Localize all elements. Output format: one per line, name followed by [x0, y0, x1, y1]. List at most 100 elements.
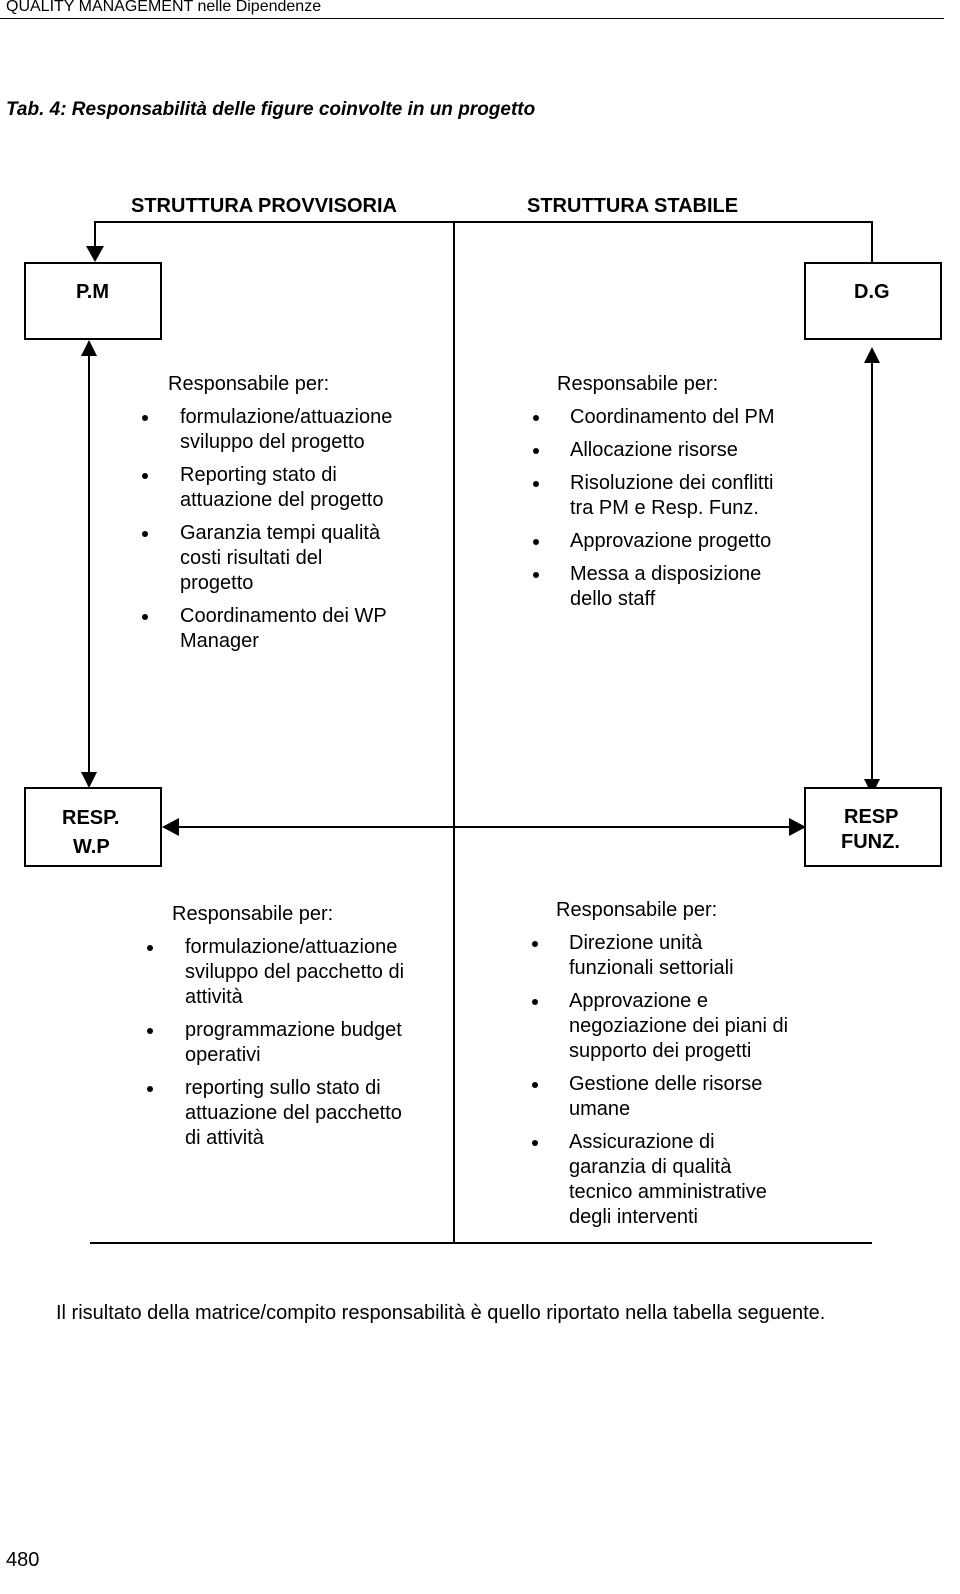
bullet-icon	[142, 614, 148, 620]
bullet-icon	[142, 415, 148, 421]
item-line: Reporting stato di	[180, 464, 337, 486]
item-line: supporto dei progetti	[569, 1040, 752, 1062]
item-line: Risoluzione dei conflitti	[570, 472, 774, 494]
bullet-icon	[142, 531, 148, 537]
box-dg: D.G	[804, 262, 942, 340]
item-line: Approvazione progetto	[570, 530, 772, 552]
list-item: Allocazione risorse	[529, 438, 829, 463]
item-line: progetto	[180, 572, 254, 594]
pm-responsibilities: Responsabile per: formulazione/attuazion…	[138, 372, 438, 662]
list-item: Direzione unità funzionali settoriali	[528, 931, 838, 981]
item-line: Approvazione e	[569, 990, 708, 1012]
bullet-icon	[533, 481, 539, 487]
funz-resp-heading: Responsabile per:	[556, 899, 718, 921]
funz-responsibilities: Responsabile per: Direzione unità funzion…	[528, 898, 838, 1238]
list-item: Coordinamento dei WP Manager	[138, 604, 438, 654]
item-line: Coordinamento del PM	[570, 406, 775, 428]
dg-responsibilities: Responsabile per: Coordinamento del PM A…	[529, 372, 829, 620]
list-item: Assicurazione di garanzia di qualità tecni…	[528, 1130, 838, 1230]
list-item: Approvazione progetto	[529, 529, 829, 554]
bullet-icon	[533, 572, 539, 578]
dg-resp-list: Coordinamento del PM Allocazione risorse…	[529, 405, 829, 612]
item-line: garanzia di qualità	[569, 1156, 732, 1178]
item-line: formulazione/attuazione	[180, 406, 393, 428]
item-line: di attività	[185, 1127, 264, 1149]
list-item: Messa a disposizione dello staff	[529, 562, 829, 612]
wp-resp-heading: Responsabile per:	[172, 903, 334, 925]
arrow-right-funz	[789, 818, 806, 836]
box-pm: P.M	[24, 262, 162, 340]
bullet-icon	[532, 941, 538, 947]
item-line: costi risultati del	[180, 547, 323, 569]
box-resp-funz-line1: RESP	[844, 806, 899, 828]
bullet-icon	[532, 1082, 538, 1088]
item-line: Direzione unità	[569, 932, 703, 954]
item-line: tra PM e Resp. Funz.	[570, 497, 759, 519]
label-struttura-stabile: STRUTTURA STABILE	[527, 195, 739, 217]
item-line: dello staff	[570, 588, 656, 610]
item-line: Assicurazione di	[569, 1131, 715, 1153]
table-caption: Tab. 4: Responsabilità delle figure coin…	[6, 99, 536, 120]
bullet-icon	[532, 999, 538, 1005]
pm-resp-heading: Responsabile per:	[168, 373, 330, 395]
item-line: operativi	[185, 1044, 261, 1066]
page-number: 480	[6, 1549, 40, 1571]
list-item: Coordinamento del PM	[529, 405, 829, 430]
arrow-left-wp	[162, 818, 179, 836]
item-line: attività	[185, 986, 243, 1008]
arrow-down-pm	[86, 246, 104, 262]
arrow-up-dg	[864, 347, 880, 363]
bullet-icon	[147, 945, 153, 951]
bullet-icon	[533, 539, 539, 545]
item-line: attuazione del pacchetto	[185, 1102, 402, 1124]
list-item: reporting sullo stato di attuazione del p…	[143, 1076, 443, 1151]
arrow-down-wp	[81, 772, 97, 788]
list-item: Gestione delle risorse umane	[528, 1072, 838, 1122]
item-line: funzionali settoriali	[569, 957, 734, 979]
dg-resp-heading: Responsabile per:	[557, 373, 719, 395]
item-line: Allocazione risorse	[570, 439, 738, 461]
wp-responsibilities: Responsabile per: formulazione/attuazion…	[143, 902, 443, 1159]
body-text-conclusion: Il risultato della matrice/compito respo…	[56, 1302, 826, 1324]
top-bracket	[94, 221, 873, 262]
item-line: formulazione/attuazione	[185, 936, 398, 958]
item-line: umane	[569, 1098, 631, 1120]
list-item: Garanzia tempi qualità costi risultati de…	[138, 521, 438, 596]
item-line: Coordinamento dei WP	[180, 605, 387, 627]
item-line: Messa a disposizione	[570, 563, 762, 585]
box-resp-funz-line2: FUNZ.	[841, 831, 900, 853]
item-line: programmazione budget	[185, 1019, 402, 1041]
bullet-icon	[147, 1028, 153, 1034]
funz-resp-list: Direzione unità funzionali settoriali App…	[528, 931, 838, 1230]
list-item: Approvazione e negoziazione dei piani di s…	[528, 989, 838, 1064]
running-header: QUALITY MANAGEMENT nelle Dipendenze	[6, 0, 322, 15]
wp-resp-list: formulazione/attuazione sviluppo del pacc…	[143, 935, 443, 1151]
list-item: programmazione budget operativi	[143, 1018, 443, 1068]
list-item: Reporting stato di attuazione del progett…	[138, 463, 438, 513]
item-line: tecnico amministrative	[569, 1181, 767, 1203]
item-line: Garanzia tempi qualità	[180, 522, 381, 544]
bullet-icon	[142, 473, 148, 479]
item-line: negoziazione dei piani di	[569, 1015, 789, 1037]
bullet-icon	[147, 1086, 153, 1092]
label-struttura-provvisoria: STRUTTURA PROVVISORIA	[131, 195, 397, 217]
bullet-icon	[532, 1140, 538, 1146]
box-resp-wp-line1: RESP.	[62, 807, 120, 829]
bullet-icon	[533, 448, 539, 454]
item-line: Gestione delle risorse	[569, 1073, 763, 1095]
item-line: sviluppo del pacchetto di	[185, 961, 405, 983]
item-line: Manager	[180, 630, 259, 652]
arrow-up-pm	[81, 340, 97, 356]
list-item: formulazione/attuazione sviluppo del pacc…	[143, 935, 443, 1010]
list-item: Risoluzione dei conflitti tra PM e Resp. …	[529, 471, 829, 521]
item-line: reporting sullo stato di	[185, 1077, 381, 1099]
bullet-icon	[533, 415, 539, 421]
item-line: attuazione del progetto	[180, 489, 384, 511]
box-resp-wp: RESP. W.P	[24, 787, 162, 867]
box-dg-label: D.G	[854, 281, 890, 303]
box-resp-funz: RESP FUNZ.	[804, 787, 942, 867]
header-rule	[0, 18, 944, 19]
